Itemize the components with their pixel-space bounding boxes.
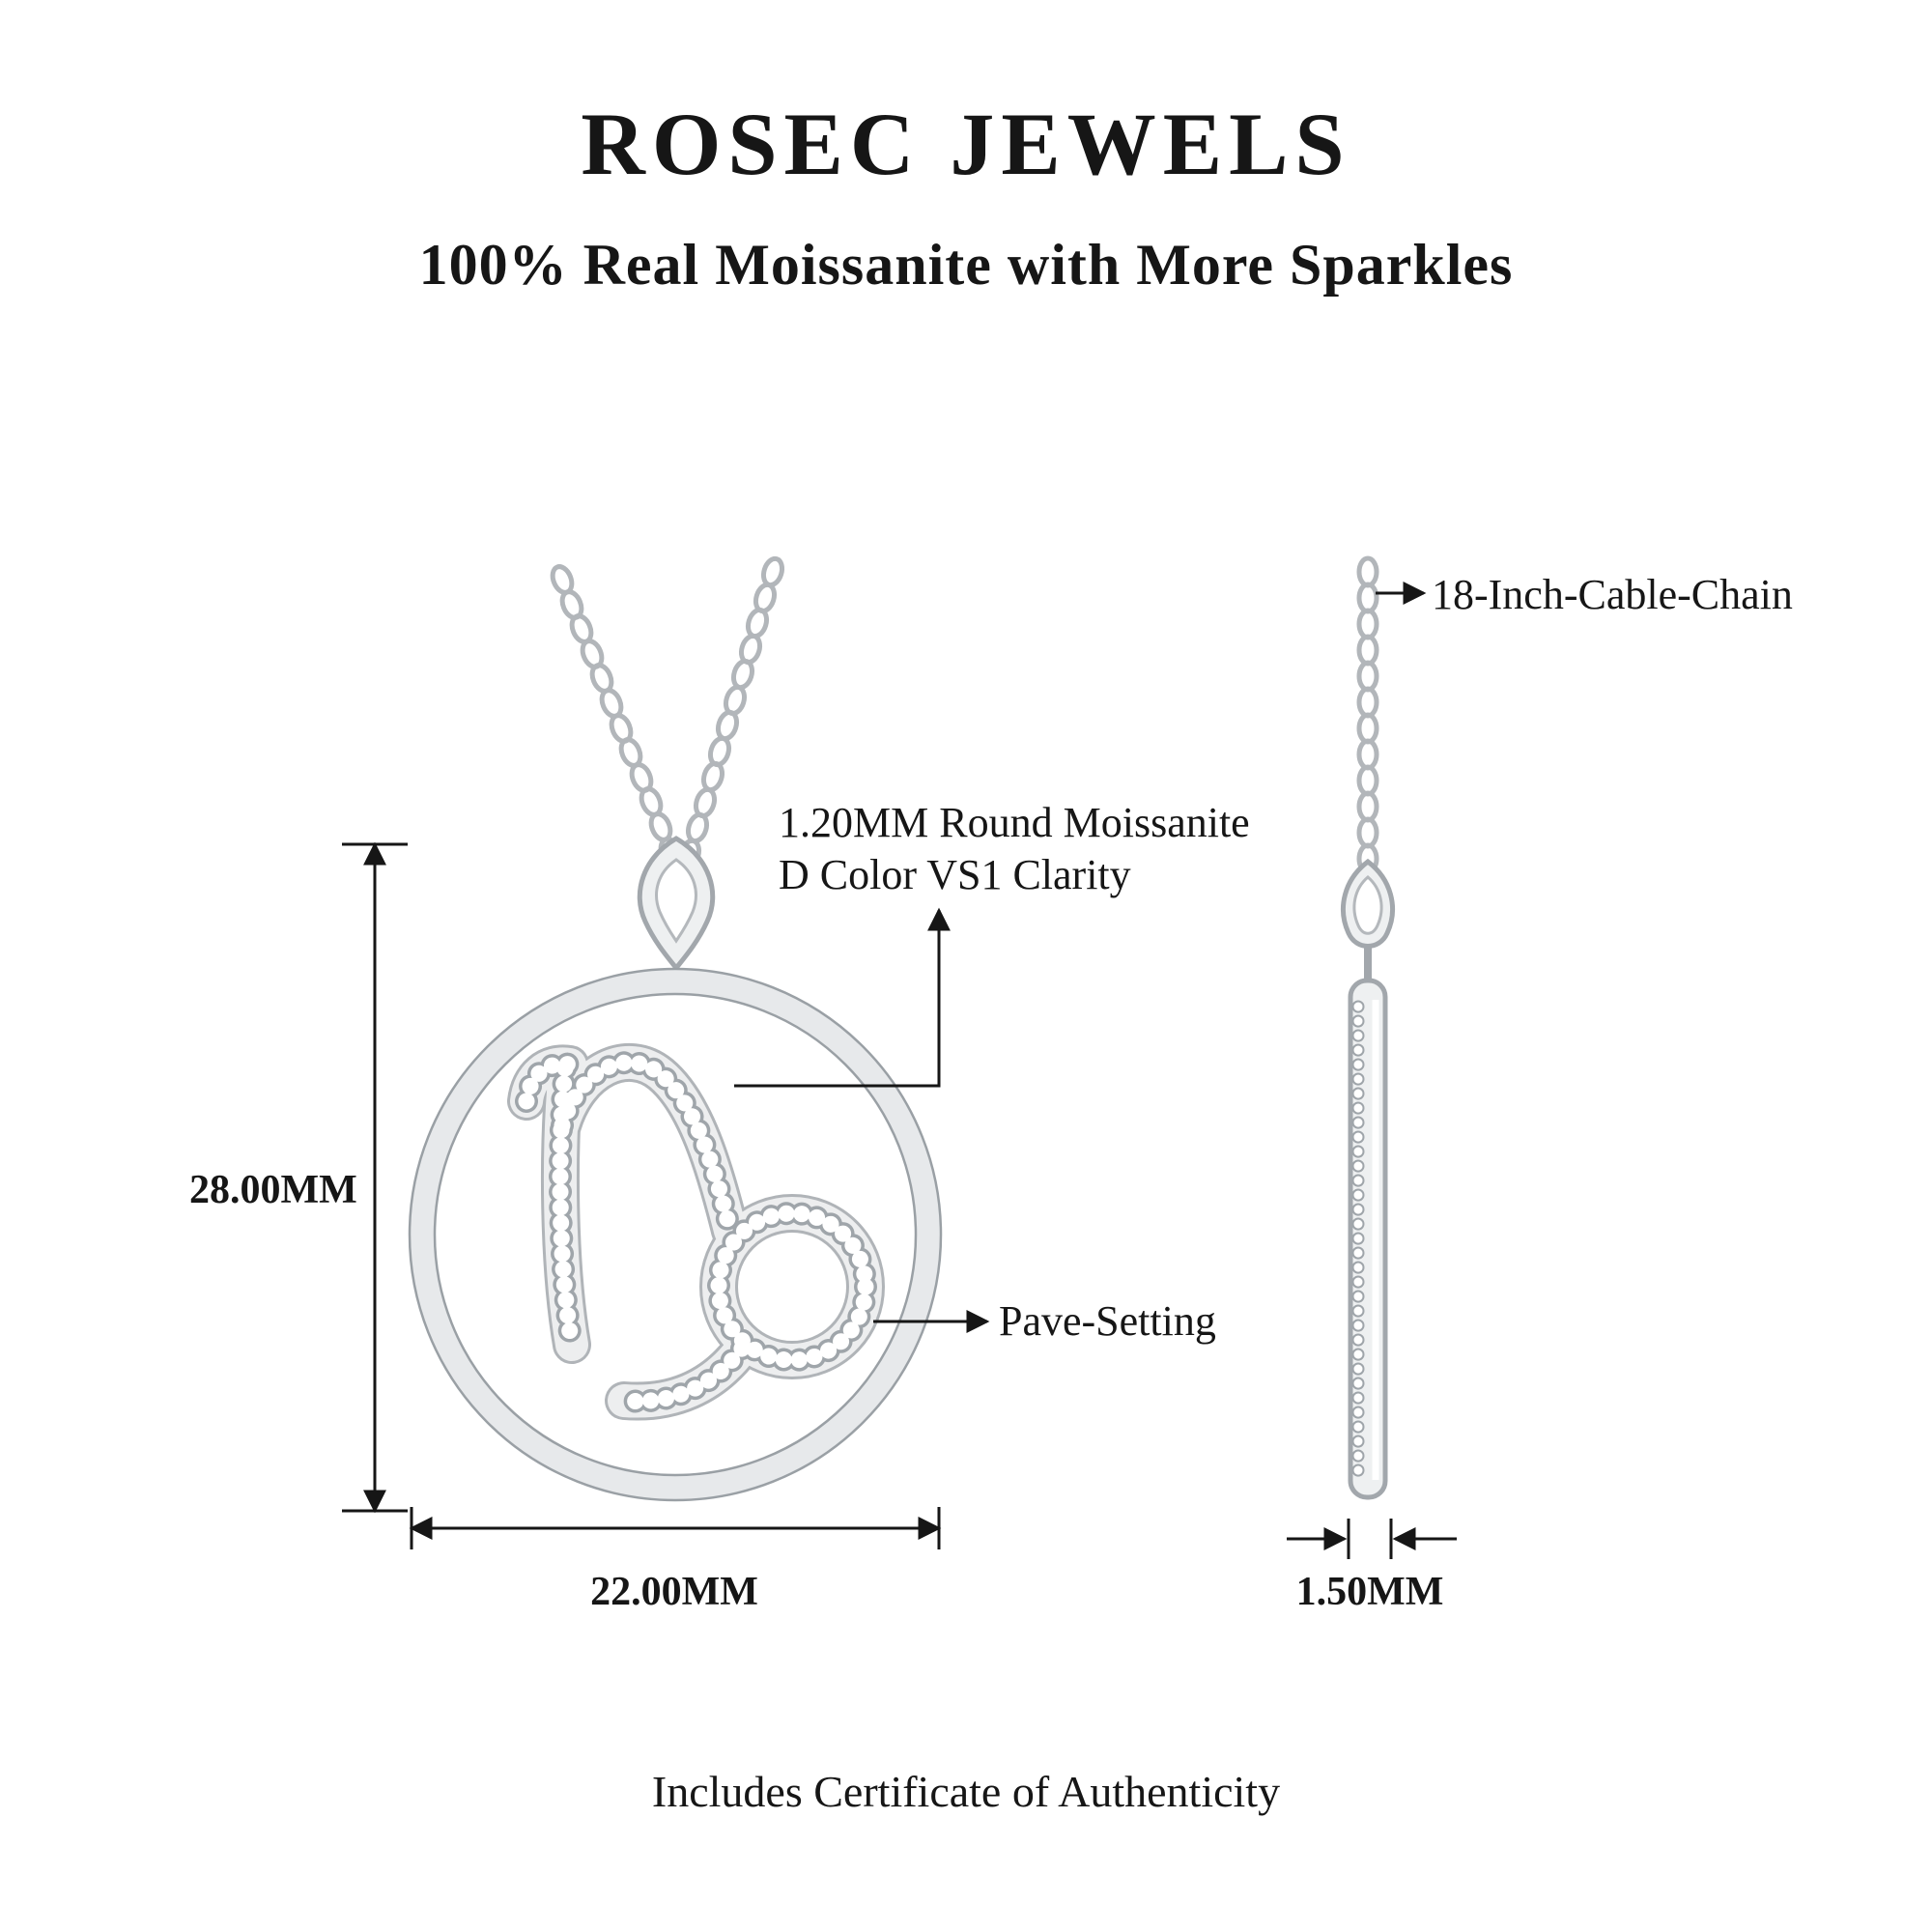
chain-link xyxy=(1359,611,1377,638)
chain-link xyxy=(1359,689,1377,716)
chain-link xyxy=(1359,663,1377,690)
ring-tube xyxy=(410,969,941,1500)
brand-tagline: 100% Real Moissanite with More Sparkles xyxy=(418,233,1514,297)
pendant-ring xyxy=(408,967,943,1502)
chain-link xyxy=(1359,637,1377,664)
pave-setting-label: Pave-Setting xyxy=(999,1297,1216,1345)
width-dimension-label: 22.00MM xyxy=(590,1570,758,1614)
side-chain xyxy=(1359,558,1377,872)
dimension-annotations xyxy=(342,582,1457,1559)
chain-link xyxy=(715,710,739,741)
bail-hole xyxy=(1352,875,1383,935)
cable-chain-label: 18-Inch-Cable-Chain xyxy=(1432,571,1793,618)
chain-link xyxy=(1359,584,1377,611)
height-dimension-label: 28.00MM xyxy=(189,1168,357,1212)
chain-link xyxy=(1359,715,1377,742)
chain-link xyxy=(760,556,784,587)
chain-link xyxy=(685,812,709,843)
front-chain-left xyxy=(549,564,683,868)
chain-link xyxy=(1359,793,1377,820)
certificate-note: Includes Certificate of Authenticity xyxy=(651,1767,1281,1816)
capricorn-loop xyxy=(719,1213,866,1360)
stone-spec-line2: D Color VS1 Clarity xyxy=(779,851,1131,898)
stone-spec-line1: 1.20MM Round Moissanite xyxy=(779,799,1250,846)
side-bail xyxy=(1340,858,1396,985)
capricorn-symbol-pave xyxy=(526,1063,866,1402)
ring-outer-edge xyxy=(408,967,943,1502)
thickness-dimension-label: 1.50MM xyxy=(1295,1570,1444,1614)
front-chain-right xyxy=(677,556,784,869)
side-pendant-bar xyxy=(1348,978,1388,1500)
chain-link xyxy=(1359,741,1377,768)
chain-link xyxy=(745,608,769,639)
bail-hole xyxy=(655,858,697,944)
brand-title: ROSEC JEWELS xyxy=(581,95,1351,193)
front-bail xyxy=(637,836,716,973)
chain-link xyxy=(700,761,724,792)
chain-link xyxy=(1359,558,1377,585)
ring-inner-edge xyxy=(433,992,918,1477)
chain-link xyxy=(1359,767,1377,794)
chain-link xyxy=(1359,819,1377,846)
stone-callout-arrow xyxy=(734,907,951,1088)
chain-link xyxy=(730,659,754,690)
